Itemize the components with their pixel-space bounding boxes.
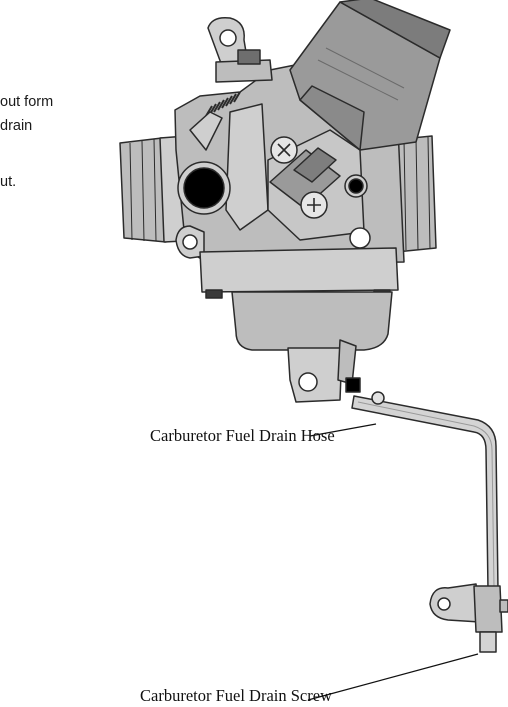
fuel-drain-hose bbox=[351, 391, 499, 591]
screw-leader-line bbox=[307, 653, 479, 701]
cropped-text-line-2: drain bbox=[0, 118, 33, 134]
float-bowl bbox=[231, 291, 393, 351]
top-mount-ear bbox=[207, 16, 273, 83]
callout-fuel-drain-screw: Carburetor Fuel Drain Screw bbox=[140, 686, 332, 705]
throttle-lever bbox=[189, 111, 223, 151]
hose-leader-line bbox=[309, 423, 377, 437]
cropped-text-line-1: out form bbox=[0, 94, 54, 110]
intake-port bbox=[177, 161, 231, 215]
mount-hole-left bbox=[175, 225, 205, 259]
drain-bracket bbox=[287, 339, 357, 403]
flange-plate bbox=[199, 247, 399, 293]
small-port bbox=[344, 174, 368, 198]
cropped-text-line-3: ut. bbox=[0, 174, 17, 190]
screw-plus bbox=[300, 191, 328, 219]
bolt-left bbox=[205, 289, 223, 299]
callout-fuel-drain-hose: Carburetor Fuel Drain Hose bbox=[150, 426, 335, 445]
choke-housing bbox=[289, 0, 451, 151]
throttle-spring bbox=[205, 91, 241, 117]
angled-sensor bbox=[269, 147, 341, 209]
drain-fitting bbox=[345, 377, 361, 393]
mount-hole-right bbox=[349, 227, 371, 249]
screw-x-top bbox=[270, 136, 298, 164]
drain-screw-bracket bbox=[429, 583, 508, 653]
